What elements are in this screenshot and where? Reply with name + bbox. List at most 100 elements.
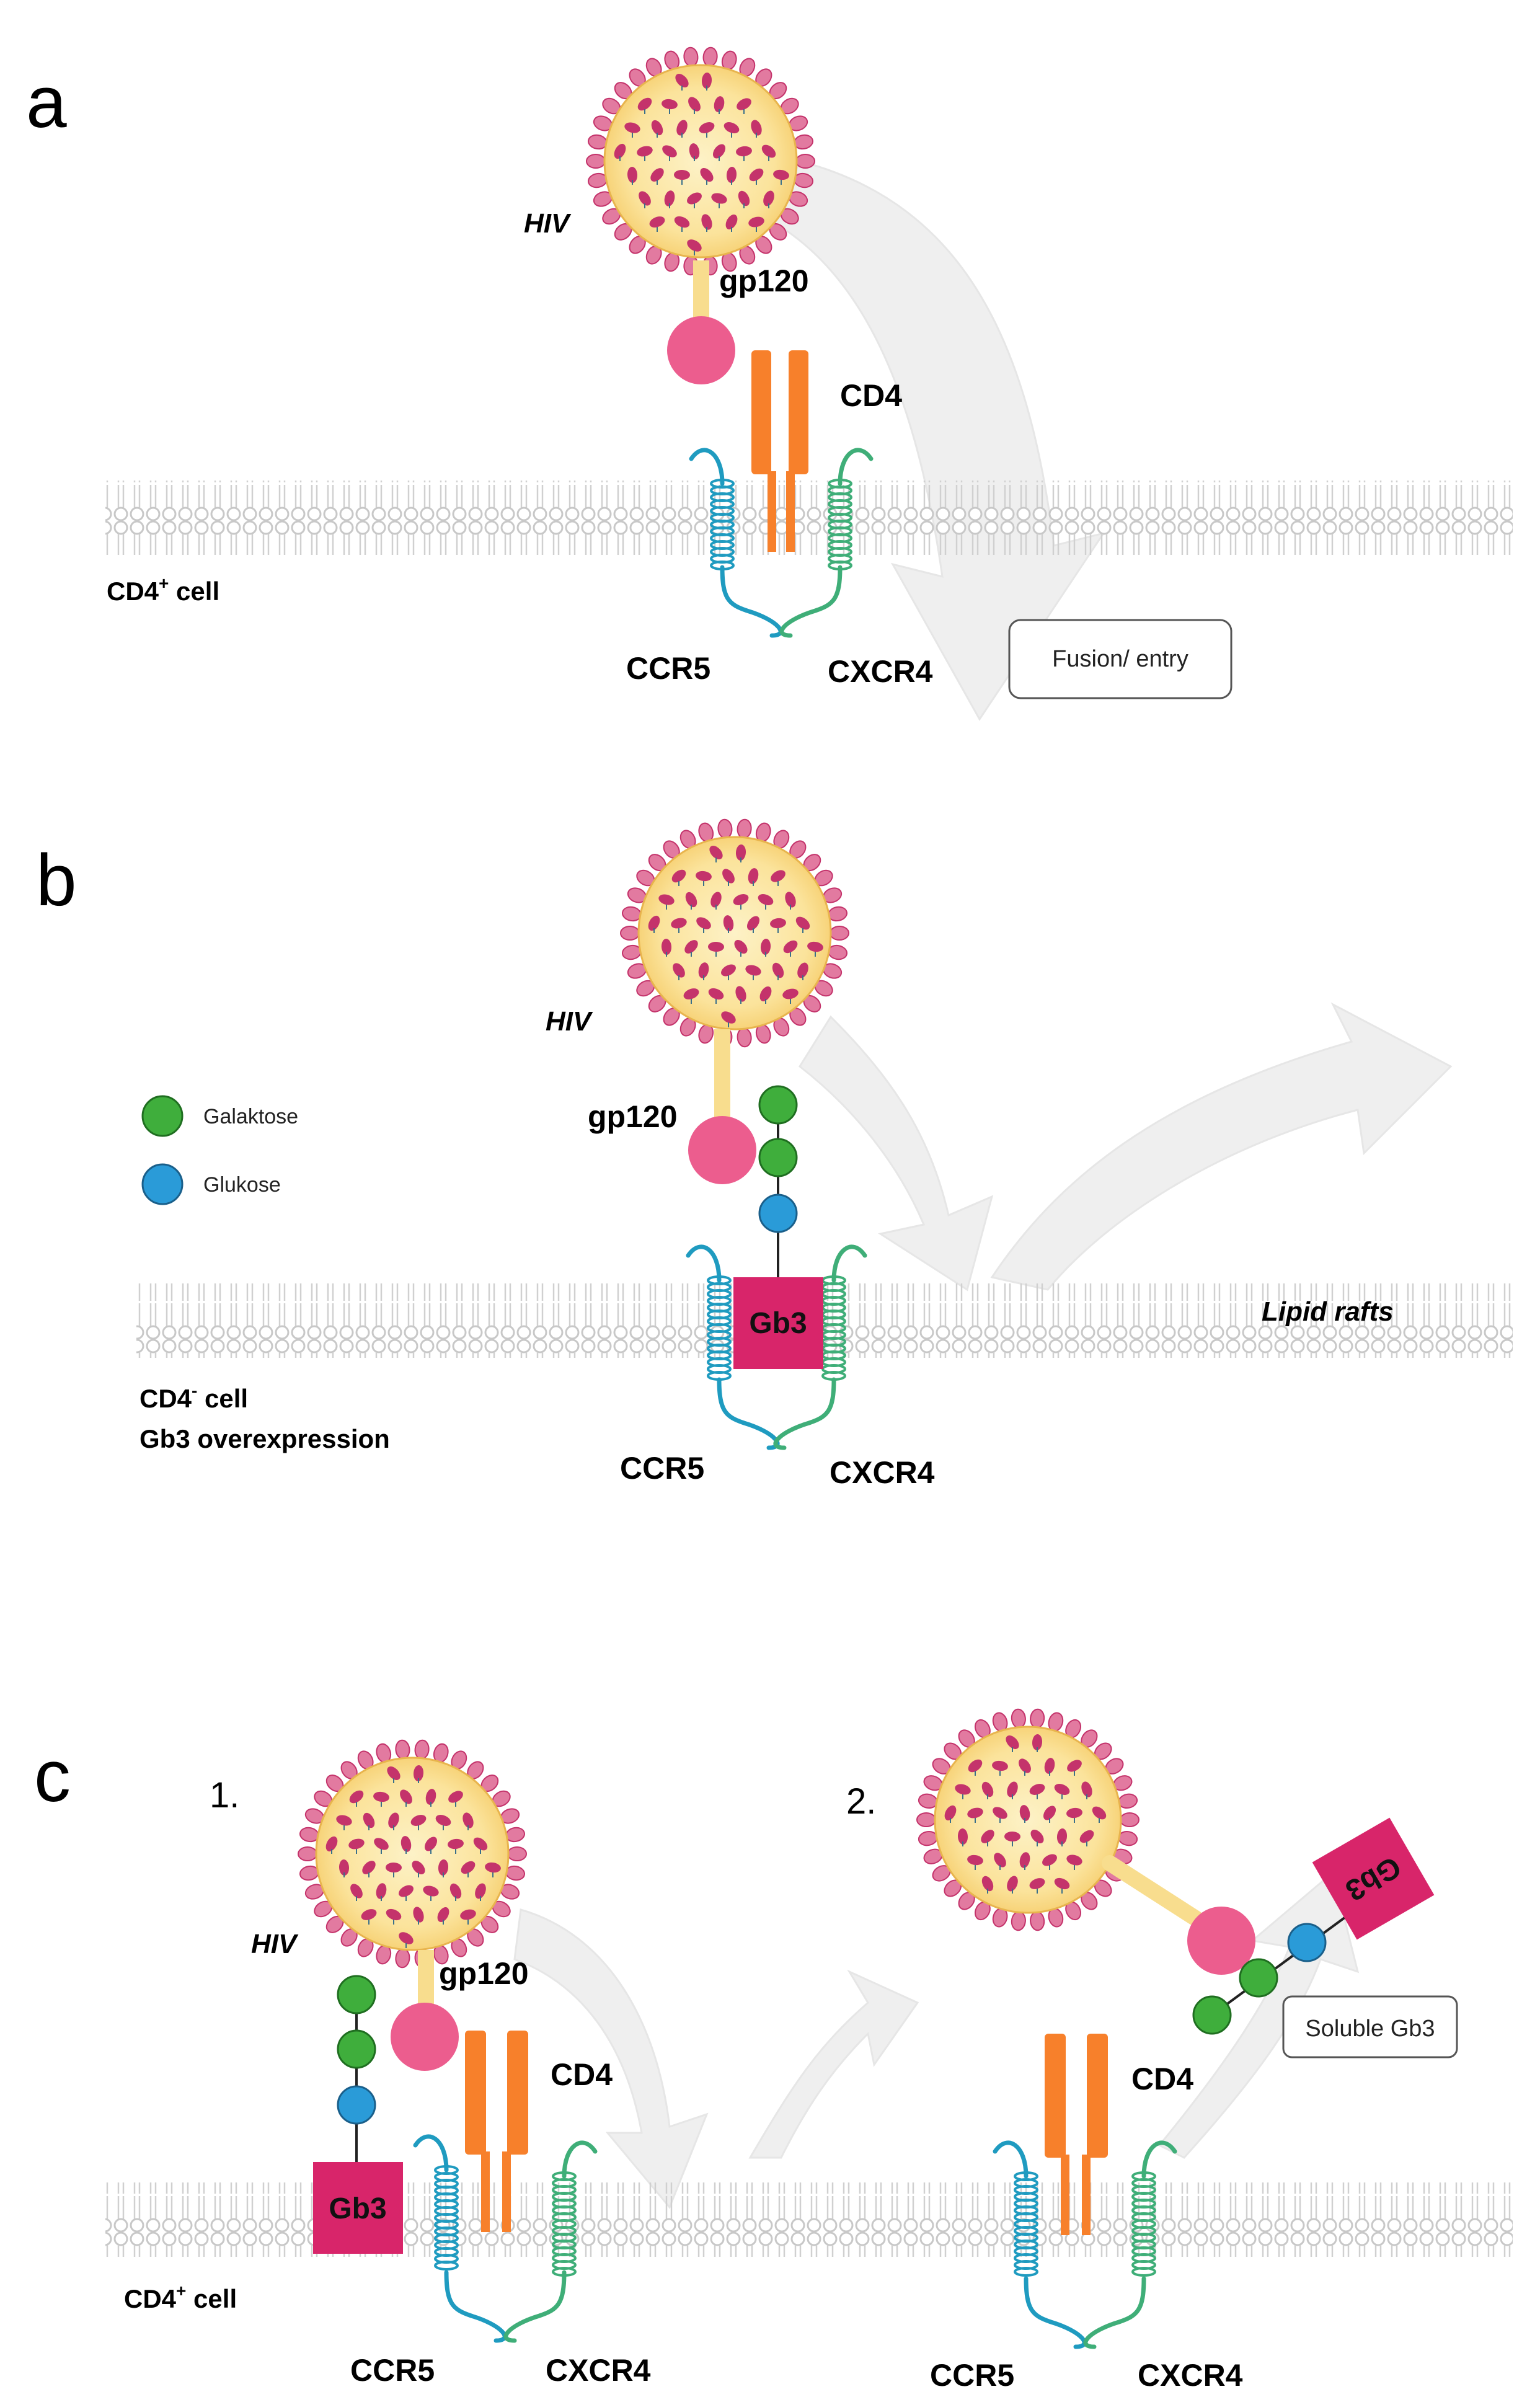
env-spike (698, 962, 709, 978)
env-spike (712, 144, 726, 159)
env-spike (981, 1876, 994, 1892)
env-spike (374, 1838, 389, 1850)
env-spike (339, 1859, 350, 1876)
env-spike (449, 1883, 462, 1899)
lipid-rafts-label: Lipid rafts (1262, 1296, 1394, 1327)
env-spike (395, 1948, 410, 1969)
env-spike (1066, 1807, 1082, 1819)
cxcr4-label: CXCR4 (830, 1455, 935, 1490)
env-spike (748, 868, 759, 884)
cell-label: CD4+ cell (107, 574, 219, 606)
env-spike (770, 918, 786, 929)
legend-galactose-label: Galaktose (203, 1105, 298, 1128)
panel-letter-b: b (36, 840, 77, 921)
env-spike (620, 926, 640, 941)
env-spike (967, 1807, 983, 1819)
env-spike (1030, 1829, 1044, 1844)
env-spike (1043, 1806, 1056, 1820)
env-spike (627, 167, 638, 183)
gp120-label: gp120 (439, 1956, 529, 1991)
cxcr4-receptor (1083, 2140, 1177, 2349)
env-spike (771, 870, 785, 882)
cxcr4-receptor (779, 448, 874, 638)
env-spike (993, 1807, 1007, 1819)
env-spike (425, 1789, 436, 1805)
virion-capsid (603, 64, 798, 259)
env-spike (414, 1739, 430, 1760)
env-spike (435, 1814, 451, 1827)
env-spike (701, 214, 712, 230)
env-spike (448, 1838, 464, 1850)
env-spike (1011, 1708, 1026, 1729)
legend-glucose-label: Glukose (203, 1173, 281, 1197)
gb3-label: Gb3 (329, 2192, 386, 2225)
virion-capsid (315, 1757, 510, 1951)
legend-glucose-swatch (141, 1163, 184, 1205)
env-spike (1056, 1828, 1068, 1845)
env-spike (683, 988, 699, 999)
env-spike (1079, 1830, 1094, 1843)
env-spike (1006, 1735, 1019, 1749)
gp120-label: gp120 (719, 264, 809, 298)
virion-capsid (637, 836, 832, 1030)
env-spike (661, 939, 672, 955)
env-spike (700, 167, 714, 182)
legend: Galaktose Glukose (141, 1095, 298, 1205)
env-spike (662, 99, 678, 110)
env-spike (684, 940, 698, 954)
env-spike (673, 963, 685, 978)
env-spike (386, 1908, 402, 1921)
env-spike (349, 1790, 364, 1804)
cell-label: CD4+ cell (124, 2281, 237, 2313)
env-spike (1032, 1734, 1043, 1750)
ccr5-receptor (413, 2134, 507, 2343)
env-spike (687, 239, 702, 252)
env-spike (413, 1765, 424, 1781)
env-spike (701, 73, 712, 89)
gb3-label: Gb3 (749, 1307, 807, 1340)
env-spike (410, 1815, 427, 1826)
env-spike (737, 98, 751, 110)
env-spike (761, 144, 776, 158)
galactose-residue (758, 1085, 798, 1125)
hiv-virion (620, 818, 849, 1048)
env-spike (748, 216, 764, 228)
env-spike (714, 96, 725, 112)
galactose-residue (337, 1975, 376, 2014)
env-spike (399, 1932, 414, 1944)
gp120-stalk (714, 1029, 730, 1122)
env-spike (650, 168, 664, 182)
env-spike (733, 894, 749, 905)
env-spike (399, 1885, 414, 1897)
ccr5-label: CCR5 (626, 651, 710, 686)
env-spike (1120, 1812, 1140, 1827)
env-spike (437, 1907, 449, 1923)
ccr5-label: CCR5 (620, 1451, 704, 1486)
ccr5-receptor (993, 2140, 1087, 2349)
env-spike (738, 190, 750, 206)
env-spike (485, 1862, 501, 1873)
cd4-receptor (465, 2031, 528, 2232)
galactose-residue (1192, 1995, 1232, 2035)
env-spike (651, 120, 663, 136)
cxcr4-receptor (503, 2140, 598, 2343)
env-spike (955, 1784, 971, 1795)
panel-b: b Gb3 HIV gp120 CCR5 CXCR4 Lipid rafts C… (36, 818, 1513, 1490)
env-spike (708, 988, 724, 1000)
env-spike (413, 1907, 424, 1923)
env-spike (671, 869, 686, 883)
env-spike (981, 1830, 994, 1843)
env-spike (724, 122, 740, 134)
env-spike (376, 1883, 387, 1899)
legend-galactose-swatch (141, 1095, 184, 1137)
env-spike (696, 871, 712, 882)
env-spike (994, 1853, 1006, 1868)
env-spike (717, 818, 733, 839)
env-spike (1030, 1708, 1045, 1729)
env-spike (586, 154, 606, 169)
env-spike (1029, 1784, 1045, 1795)
env-spike (967, 1854, 983, 1866)
env-spike (1011, 1911, 1026, 1931)
env-spike (699, 122, 715, 133)
env-spike (460, 1909, 476, 1920)
